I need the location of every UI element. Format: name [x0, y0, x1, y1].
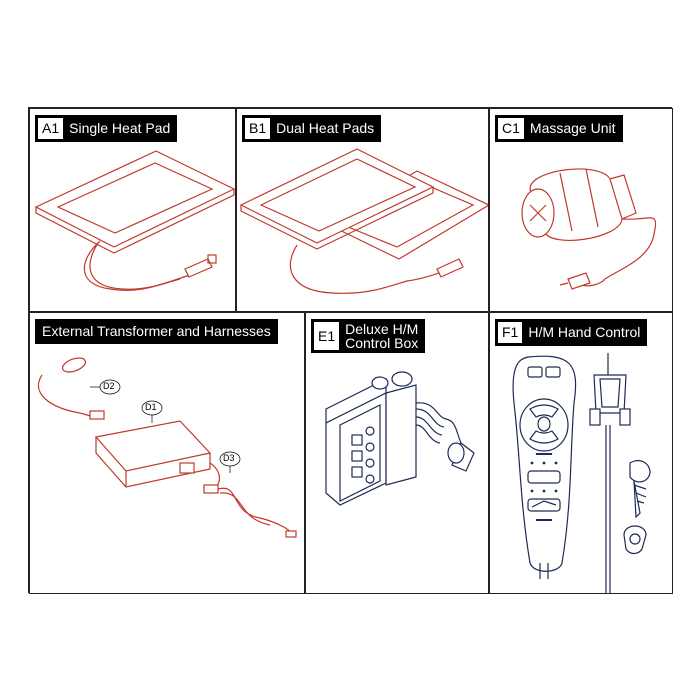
part-code-a1: A1: [37, 117, 65, 140]
parts-diagram: A1 Single Heat Pad B1 Dual Heat Pads: [28, 107, 673, 594]
callout-d3: D3: [223, 453, 235, 463]
panel-e1-control-box: E1 Deluxe H/M Control Box: [305, 312, 489, 594]
part-title-c1: Massage Unit: [529, 120, 616, 136]
part-title-a1: Single Heat Pad: [69, 120, 171, 136]
panel-label-f1: F1 H/M Hand Control: [495, 319, 648, 346]
part-code-f1: F1: [497, 321, 524, 344]
single-heat-pad-drawing: [34, 150, 235, 291]
callout-d1: D1: [145, 402, 157, 412]
panel-a1-single-heat-pad: A1 Single Heat Pad: [29, 108, 236, 312]
part-title-external: External Transformer and Harnesses: [42, 323, 271, 339]
part-code-c1: C1: [497, 117, 525, 140]
dual-heat-pads-drawing: [239, 148, 488, 294]
panel-label-external: External Transformer and Harnesses: [35, 319, 278, 344]
callout-d2: D2: [103, 381, 115, 391]
panel-label-e1: E1 Deluxe H/M Control Box: [311, 319, 426, 353]
panel-label-c1: C1 Massage Unit: [495, 115, 623, 142]
part-title-b1: Dual Heat Pads: [276, 120, 375, 136]
massage-unit-drawing: [521, 168, 657, 290]
control-box-drawing: [325, 371, 475, 506]
part-title-f1: H/M Hand Control: [528, 324, 641, 340]
panel-label-a1: A1 Single Heat Pad: [35, 115, 178, 142]
part-code-b1: B1: [244, 117, 272, 140]
part-title-e1: Deluxe H/M Control Box: [345, 321, 419, 351]
part-code-e1: E1: [313, 321, 341, 351]
panel-label-b1: B1 Dual Heat Pads: [242, 115, 382, 142]
panel-c1-massage-unit: C1 Massage Unit: [489, 108, 673, 312]
panel-f1-hand-control: F1 H/M Hand Control: [489, 312, 673, 594]
transformer-and-harnesses-drawing: [37, 357, 297, 538]
panel-b1-dual-heat-pads: B1 Dual Heat Pads: [236, 108, 489, 312]
hand-control-drawing: [512, 353, 651, 593]
panel-external-transformer: External Transformer and Harnesses: [29, 312, 305, 594]
